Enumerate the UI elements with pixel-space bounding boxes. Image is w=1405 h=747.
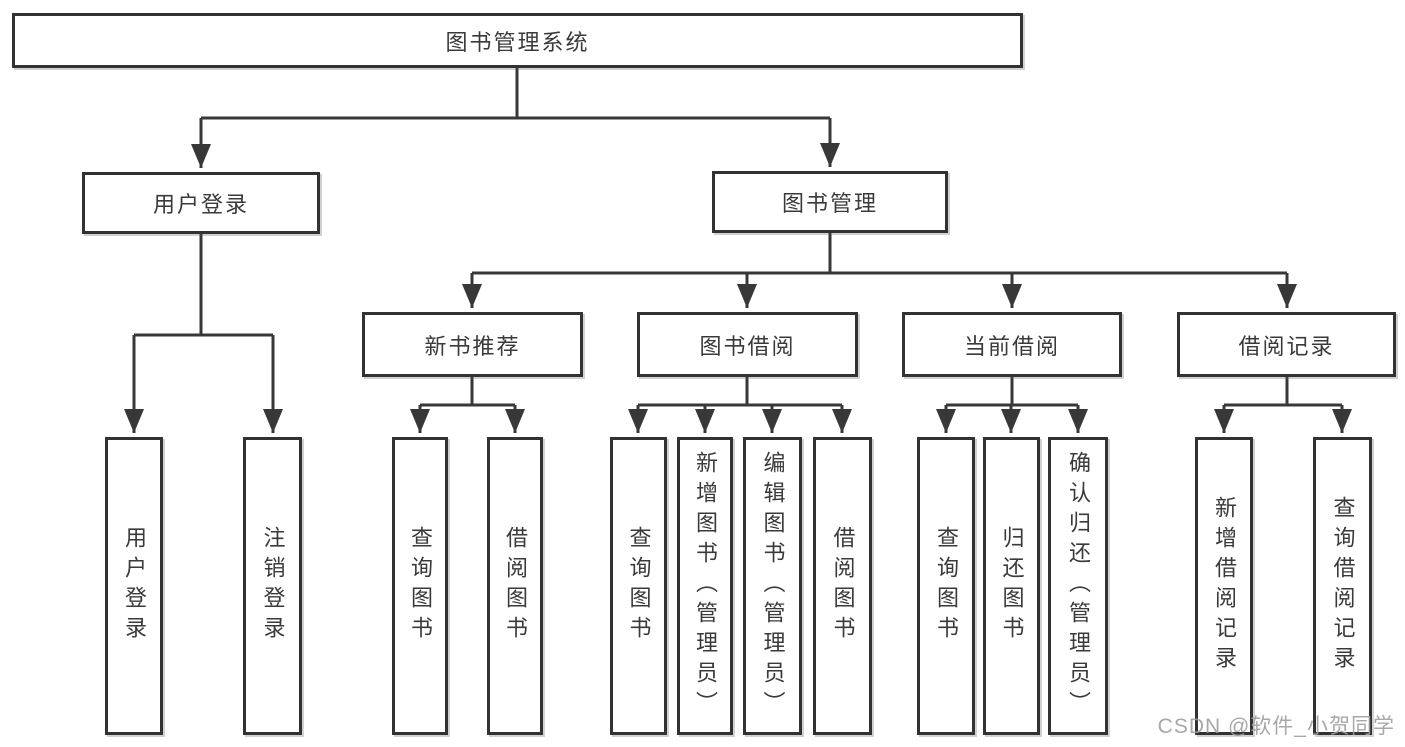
node-label: 图书借阅	[699, 333, 796, 359]
leaf-label: 用户登录	[122, 526, 147, 646]
leaf-edit-books-admin: 编辑图书（管理员）	[743, 437, 802, 735]
leaf-label: 查询图书	[408, 526, 433, 646]
leaf-query-books-borrow: 查询图书	[610, 437, 667, 735]
node-borrow-records: 借阅记录	[1177, 312, 1396, 377]
node-book-management-branch: 图书管理	[712, 171, 948, 233]
leaf-label: 查询图书	[934, 526, 959, 646]
leaf-label: 编辑图书（管理员）	[760, 451, 786, 721]
leaf-borrow-books: 借阅图书	[813, 437, 872, 735]
node-label: 借阅记录	[1238, 333, 1335, 359]
leaf-label: 借阅图书	[830, 526, 856, 646]
leaf-user-login: 用户登录	[105, 437, 163, 735]
node-label: 用户登录	[152, 192, 249, 217]
node-label: 当前借阅	[963, 333, 1060, 359]
node-current-borrow: 当前借阅	[902, 312, 1122, 377]
leaf-borrow-books-recommend: 借阅图书	[487, 437, 543, 735]
leaf-label: 归还图书	[999, 526, 1025, 646]
node-new-book-recommend: 新书推荐	[362, 312, 583, 377]
leaf-label: 新增图书（管理员）	[693, 451, 718, 721]
leaf-label: 查询图书	[626, 526, 652, 646]
leaf-query-books-current: 查询图书	[917, 437, 975, 735]
node-user-login-branch: 用户登录	[82, 172, 320, 234]
leaf-query-books-recommend: 查询图书	[392, 437, 448, 735]
node-label: 图书管理	[781, 191, 878, 216]
node-root-system: 图书管理系统	[12, 13, 1023, 68]
leaf-add-books-admin: 新增图书（管理员）	[677, 437, 733, 735]
leaf-label: 注销登录	[260, 526, 286, 646]
csdn-watermark: CSDN @软件_小贺同学	[1157, 715, 1395, 738]
leaf-add-borrow-record: 新增借阅记录	[1195, 437, 1253, 735]
node-label: 新书推荐	[424, 333, 521, 359]
leaf-return-books: 归还图书	[983, 437, 1040, 735]
leaf-confirm-return-admin: 确认归还（管理员）	[1048, 437, 1108, 735]
leaf-label: 借阅图书	[503, 526, 528, 646]
node-book-borrow: 图书借阅	[637, 312, 858, 377]
leaf-label: 查询借阅记录	[1330, 496, 1356, 676]
leaf-logout: 注销登录	[243, 437, 302, 735]
leaf-label: 新增借阅记录	[1212, 496, 1237, 676]
node-root-label: 图书管理系统	[445, 29, 590, 55]
leaf-label: 确认归还（管理员）	[1066, 451, 1091, 721]
leaf-query-borrow-record: 查询借阅记录	[1313, 437, 1372, 735]
